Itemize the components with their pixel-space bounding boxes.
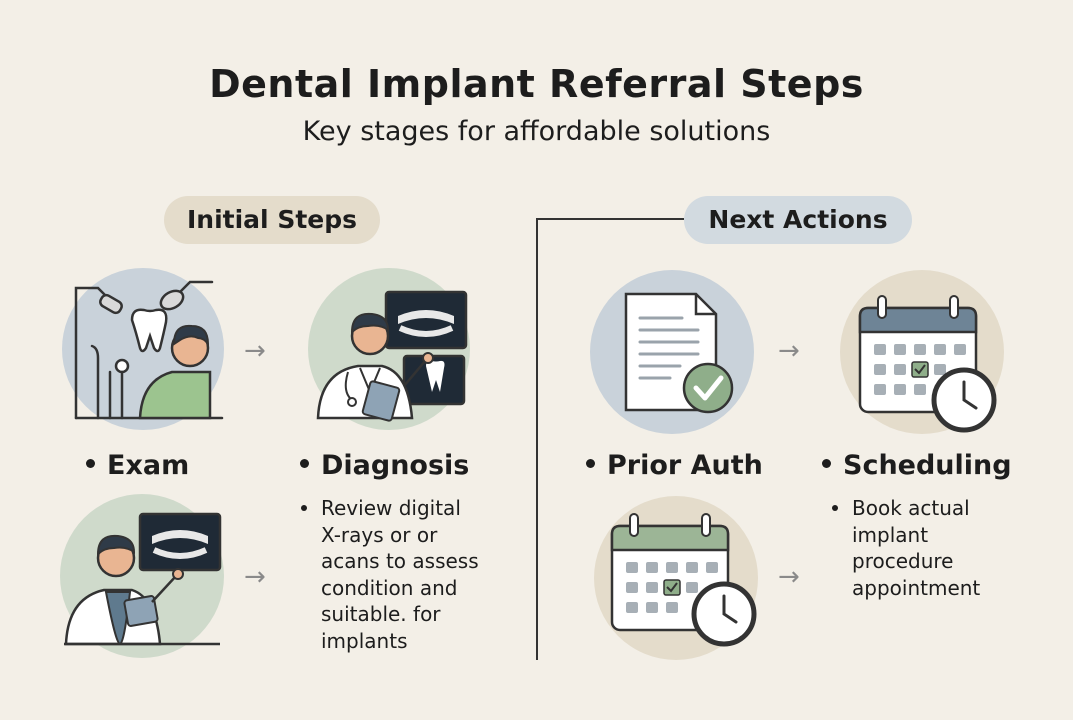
description-line: procedure <box>852 549 954 573</box>
description-line: implant <box>852 522 929 547</box>
dentist-xray-icon <box>64 512 222 646</box>
description-bullet <box>832 505 838 511</box>
description-diagnosis: Review digital X-rays or or acans to ass… <box>301 495 479 654</box>
label-bullet <box>586 459 595 468</box>
dental-exam-icon <box>74 280 224 420</box>
step-label-prior-auth: Prior Auth <box>586 450 763 481</box>
arrow-scheduling: → <box>778 562 800 592</box>
description-line: X-rays or or <box>321 522 438 547</box>
calendar-clock-icon <box>610 513 757 647</box>
description-line: acans to assess <box>321 549 479 573</box>
description-line: Review digital <box>321 496 461 520</box>
description-line: appointment <box>852 575 981 600</box>
section-divider-vertical <box>536 218 538 660</box>
arrow-diagnosis: → <box>244 562 266 592</box>
label-bullet <box>822 459 831 468</box>
description-line: condition and <box>321 575 458 600</box>
page-title: Dental Implant Referral Steps <box>209 62 864 106</box>
calendar-clock-icon <box>858 295 997 433</box>
description-line: implants <box>321 628 408 653</box>
description-bullet <box>301 505 307 511</box>
section-pill-initial-steps: Initial Steps <box>164 196 380 244</box>
section-divider-horizontal <box>536 218 684 220</box>
step-label-diagnosis: Diagnosis <box>300 450 469 481</box>
section-pill-next-actions: Next Actions <box>684 196 912 244</box>
dentist-xray-icon <box>316 290 468 422</box>
step-label-scheduling: Scheduling <box>822 450 1012 481</box>
label-bullet <box>86 459 95 468</box>
description-line: suitable. for <box>321 602 441 626</box>
step-label-exam: Exam <box>86 450 189 481</box>
label-bullet <box>300 459 309 468</box>
description-scheduling: Book actual implant procedure appointmen… <box>832 495 981 601</box>
description-line: Book actual <box>852 496 970 520</box>
arrow-prior-auth: → <box>778 336 800 366</box>
page-subtitle: Key stages for affordable solutions <box>302 116 771 147</box>
arrow-exam: → <box>244 336 266 366</box>
document-check-icon <box>624 292 734 414</box>
